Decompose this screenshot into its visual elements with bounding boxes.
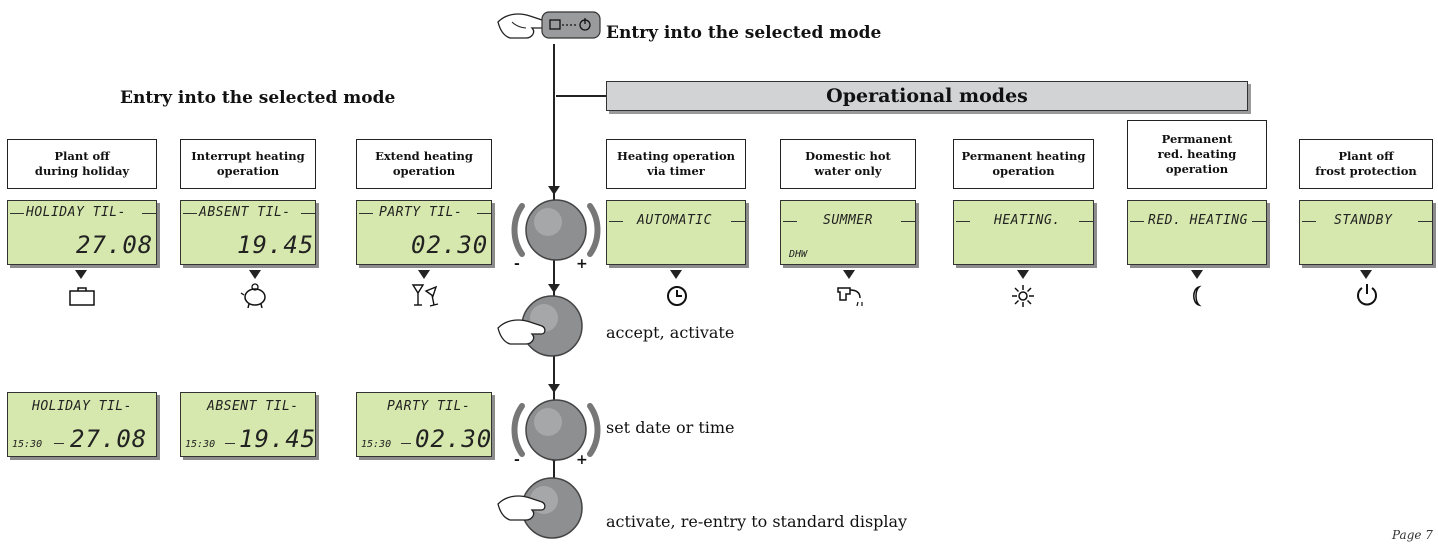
lcd-bottom-absent: ABSENT TIL- 15:30 19.45	[180, 392, 316, 457]
lcd-party-text: PARTY TIL-	[379, 205, 463, 220]
arrow-heating	[1017, 270, 1029, 279]
knob-3-plus: +	[576, 452, 588, 468]
mode-button-press-illustration	[497, 11, 601, 39]
rotary-knob-3[interactable]	[508, 388, 604, 474]
top-entry-heading: Entry into the selected mode	[606, 23, 882, 43]
lcd-absent-text: ABSENT TIL-	[199, 205, 291, 220]
suitcase-icon	[69, 287, 95, 306]
lcd-absent-value: 19.45	[237, 231, 315, 259]
press-knob-2[interactable]	[496, 288, 606, 368]
lcd-bottom-party: PARTY TIL- 15:30 02.30	[356, 392, 492, 457]
arrow-red-heating	[1191, 270, 1203, 279]
left-entry-heading: Entry into the selected mode	[120, 88, 396, 108]
flow-line-vertical	[553, 44, 555, 512]
flow-line-branch	[556, 95, 606, 97]
arrow-absent	[249, 270, 261, 279]
sun-icon	[1012, 285, 1034, 307]
lcd-standby: STANDBY	[1299, 200, 1433, 265]
arrow-holiday	[75, 270, 87, 279]
lcd-red-heating: RED. HEATING	[1127, 200, 1267, 265]
cocktail-glasses-icon	[411, 284, 439, 307]
lcd-bottom-holiday: HOLIDAY TIL- 15:30 27.08	[7, 392, 157, 457]
flow-arrow-2	[548, 284, 560, 293]
rotary-knob-1[interactable]	[508, 188, 604, 274]
power-icon	[1357, 284, 1377, 306]
pointing-hand-icon	[497, 13, 546, 39]
flow-arrow-3	[548, 384, 560, 393]
operational-modes-bar: Operational modes	[606, 81, 1248, 111]
piggy-bank-icon	[240, 283, 266, 309]
arrow-automatic	[670, 270, 682, 279]
lcd-automatic: AUTOMATIC	[606, 200, 746, 265]
arrow-party	[418, 270, 430, 279]
step-set-date-time: set date or time	[606, 418, 735, 437]
arrow-standby	[1360, 270, 1372, 279]
step-accept-activate: accept, activate	[606, 323, 735, 342]
page-number: Page 7	[1392, 528, 1433, 542]
lcd-holiday: HOLIDAY TIL- 27.08	[7, 200, 157, 265]
mode-button-icon	[541, 11, 601, 39]
lcd-holiday-value: 27.08	[76, 231, 154, 259]
lcd-party: PARTY TIL- 02.30	[356, 200, 492, 265]
lcd-holiday-text: HOLIDAY TIL-	[26, 205, 126, 220]
step-activate-reentry: activate, re-entry to standard display	[606, 512, 908, 531]
lcd-absent: ABSENT TIL- 19.45	[180, 200, 316, 265]
knob-1-plus: +	[576, 256, 588, 272]
lcd-heating: HEATING.	[953, 200, 1094, 265]
flow-arrow-1	[548, 186, 560, 195]
clock-icon	[667, 286, 687, 306]
lcd-summer: SUMMER DHW	[780, 200, 916, 265]
pointing-hand-icon	[497, 319, 546, 345]
pointing-hand-icon	[497, 495, 546, 521]
knob-1-minus: -	[514, 256, 520, 272]
moon-icon	[1193, 285, 1202, 307]
arrow-summer	[843, 270, 855, 279]
faucet-icon	[837, 287, 863, 307]
knob-3-minus: -	[514, 452, 520, 468]
lcd-party-value: 02.30	[411, 231, 489, 259]
press-knob-4[interactable]	[496, 464, 606, 544]
